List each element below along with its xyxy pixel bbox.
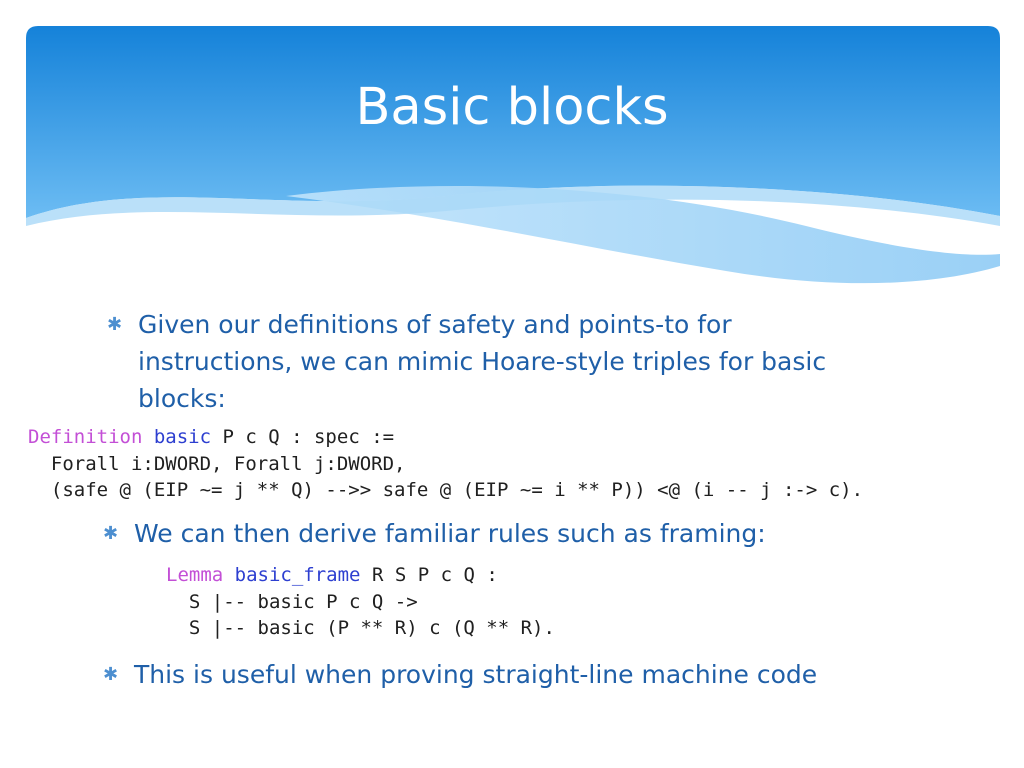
bullet-item-straight-line: ✱ This is useful when proving straight-l…	[103, 656, 903, 696]
asterisk-bullet-icon: ✱	[103, 523, 119, 544]
title-banner: Basic blocks	[26, 26, 1000, 286]
wave-banner-graphic	[26, 26, 1000, 284]
bullet-text: We can then derive familiar rules such a…	[134, 519, 766, 548]
bullet-item-framing: ✱ We can then derive familiar rules such…	[103, 515, 903, 555]
code-block-definition: Definition basic P c Q : spec := Forall …	[28, 426, 864, 501]
bullet-text: Given our definitions of safety and poin…	[138, 310, 827, 413]
code-identifier: basic	[153, 426, 212, 448]
bullet-text: This is useful when proving straight-lin…	[134, 660, 818, 689]
code-identifier: basic_frame	[234, 564, 361, 586]
code-keyword: Lemma	[166, 564, 224, 586]
code-block-lemma: Lemma basic_frame R S P c Q : S |-- basi…	[166, 564, 555, 639]
asterisk-bullet-icon: ✱	[107, 314, 123, 335]
code-keyword: Definition	[28, 426, 143, 448]
bullet-item-definitions: ✱ Given our definitions of safety and po…	[107, 306, 907, 421]
asterisk-bullet-icon: ✱	[103, 664, 119, 685]
page-title: Basic blocks	[355, 78, 669, 137]
